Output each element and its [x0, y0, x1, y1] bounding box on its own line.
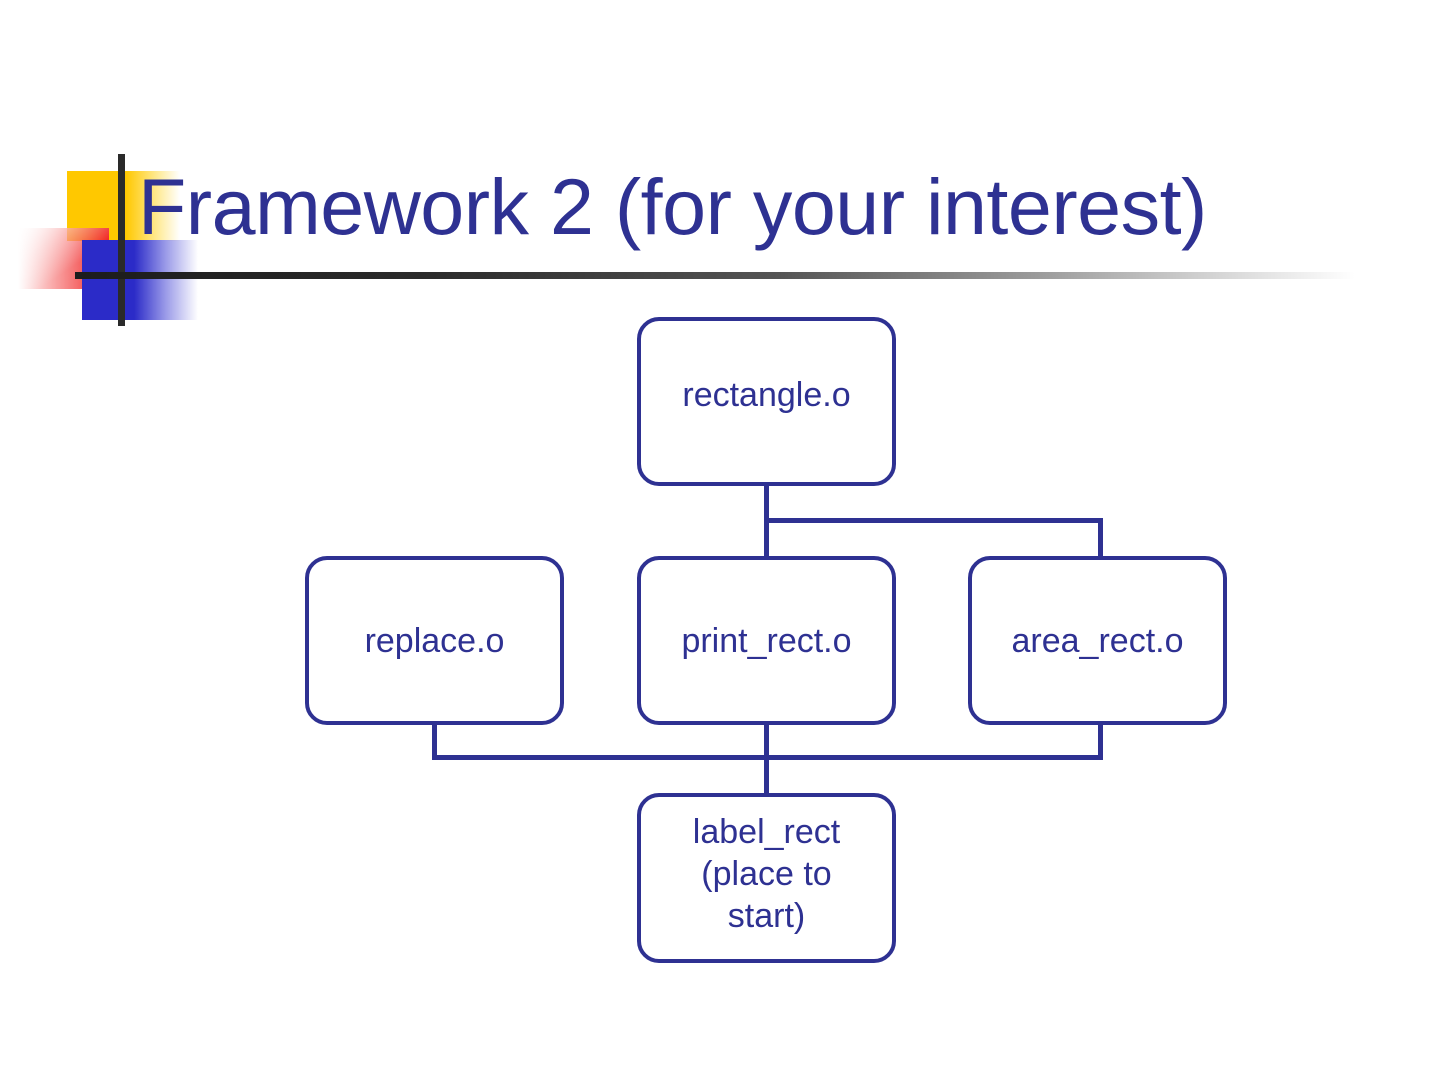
- node-label-print-rect: print_rect.o: [681, 621, 852, 660]
- edge-to-area-rect: [1098, 518, 1103, 558]
- edge-print-rect-down-stub: [764, 723, 769, 759]
- edge-rectangle-down-stub: [764, 485, 769, 521]
- edge-to-label-rect: [764, 755, 769, 795]
- title-divider-rule: [75, 272, 1355, 279]
- node-label-label-rect: label_rect (place to start): [692, 813, 841, 935]
- edge-rectangle-horizontal: [764, 518, 1103, 523]
- edge-to-print-rect: [764, 518, 769, 558]
- edge-area-rect-down-stub: [1098, 723, 1103, 759]
- diagram-node-replace[interactable]: replace.o: [305, 556, 564, 725]
- diagram-node-label-rect[interactable]: label_rect (place to start): [637, 793, 896, 963]
- diagram-node-print-rect[interactable]: print_rect.o: [637, 556, 896, 725]
- node-label-replace: replace.o: [364, 621, 505, 660]
- page-title: Framework 2 (for your interest): [138, 162, 1207, 251]
- decor-vertical-bar: [118, 154, 125, 326]
- diagram-node-rectangle[interactable]: rectangle.o: [637, 317, 896, 486]
- edge-replace-down-stub: [432, 723, 437, 759]
- decor-blue-square: [82, 240, 198, 320]
- node-label-rectangle: rectangle.o: [682, 375, 851, 414]
- node-label-area-rect: area_rect.o: [1011, 621, 1184, 660]
- diagram-node-area-rect[interactable]: area_rect.o: [968, 556, 1227, 725]
